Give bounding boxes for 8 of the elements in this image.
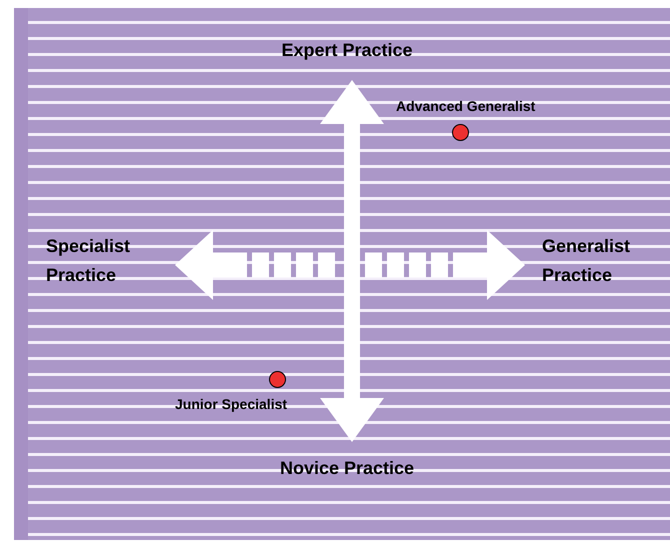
axis-label: Novice Practice <box>240 454 454 483</box>
axis-label: Generalist Practice <box>542 232 652 290</box>
point-label: Advanced Generalist <box>396 98 536 114</box>
axis-label: Expert Practice <box>240 36 454 65</box>
axis-label: Specialist Practice <box>46 232 156 290</box>
dashed-block-arrow <box>175 230 525 300</box>
point-label: Junior Specialist <box>175 396 288 412</box>
block-arrow <box>320 80 384 442</box>
